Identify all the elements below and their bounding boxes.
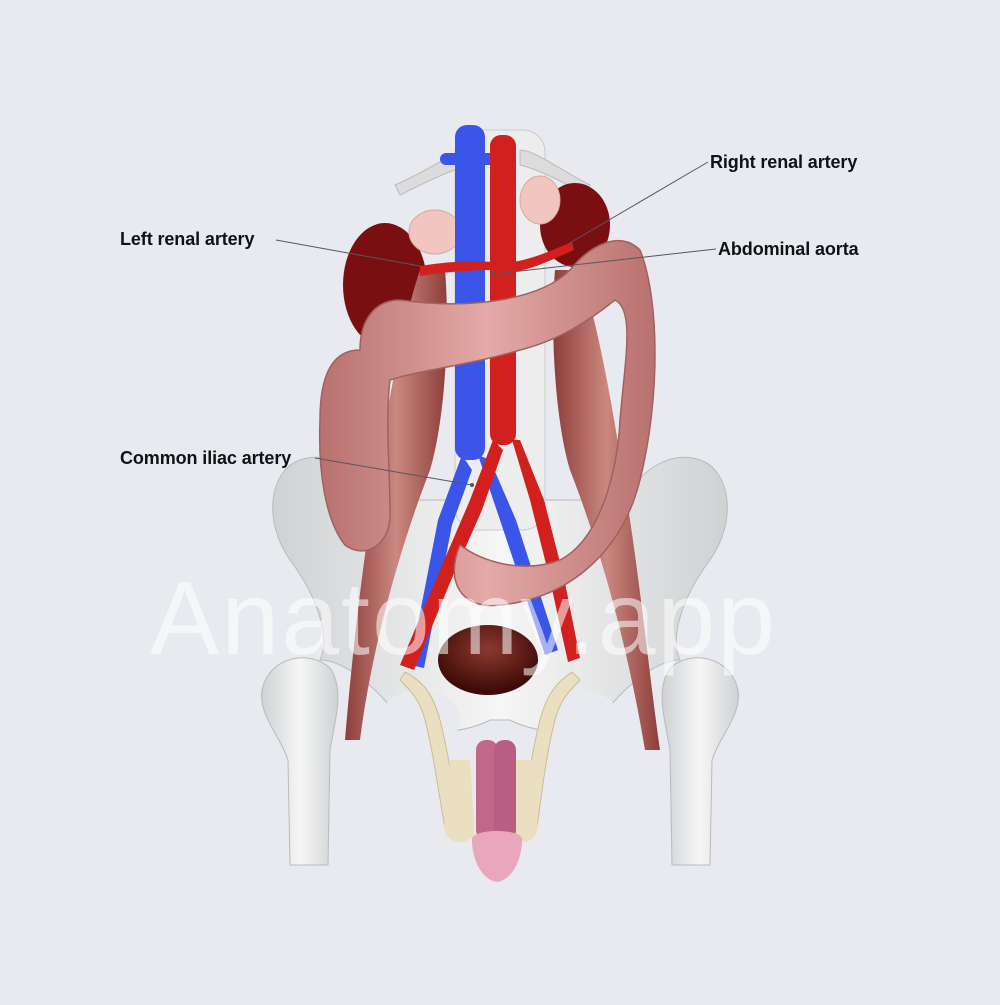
label-abdominal-aorta: Abdominal aorta xyxy=(718,239,859,259)
label-right-renal-artery: Right renal artery xyxy=(710,152,858,172)
urinary-bladder xyxy=(438,625,538,695)
psoas-muscle-right xyxy=(345,270,447,740)
penis xyxy=(471,740,523,882)
adrenal-gland-right-side xyxy=(408,209,462,255)
label-left-renal-artery: Left renal artery xyxy=(120,229,255,249)
femur-right xyxy=(261,657,339,866)
femur-left xyxy=(661,657,739,866)
adrenal-gland-left-side xyxy=(519,175,561,225)
label-common-iliac-artery: Common iliac artery xyxy=(120,448,292,468)
